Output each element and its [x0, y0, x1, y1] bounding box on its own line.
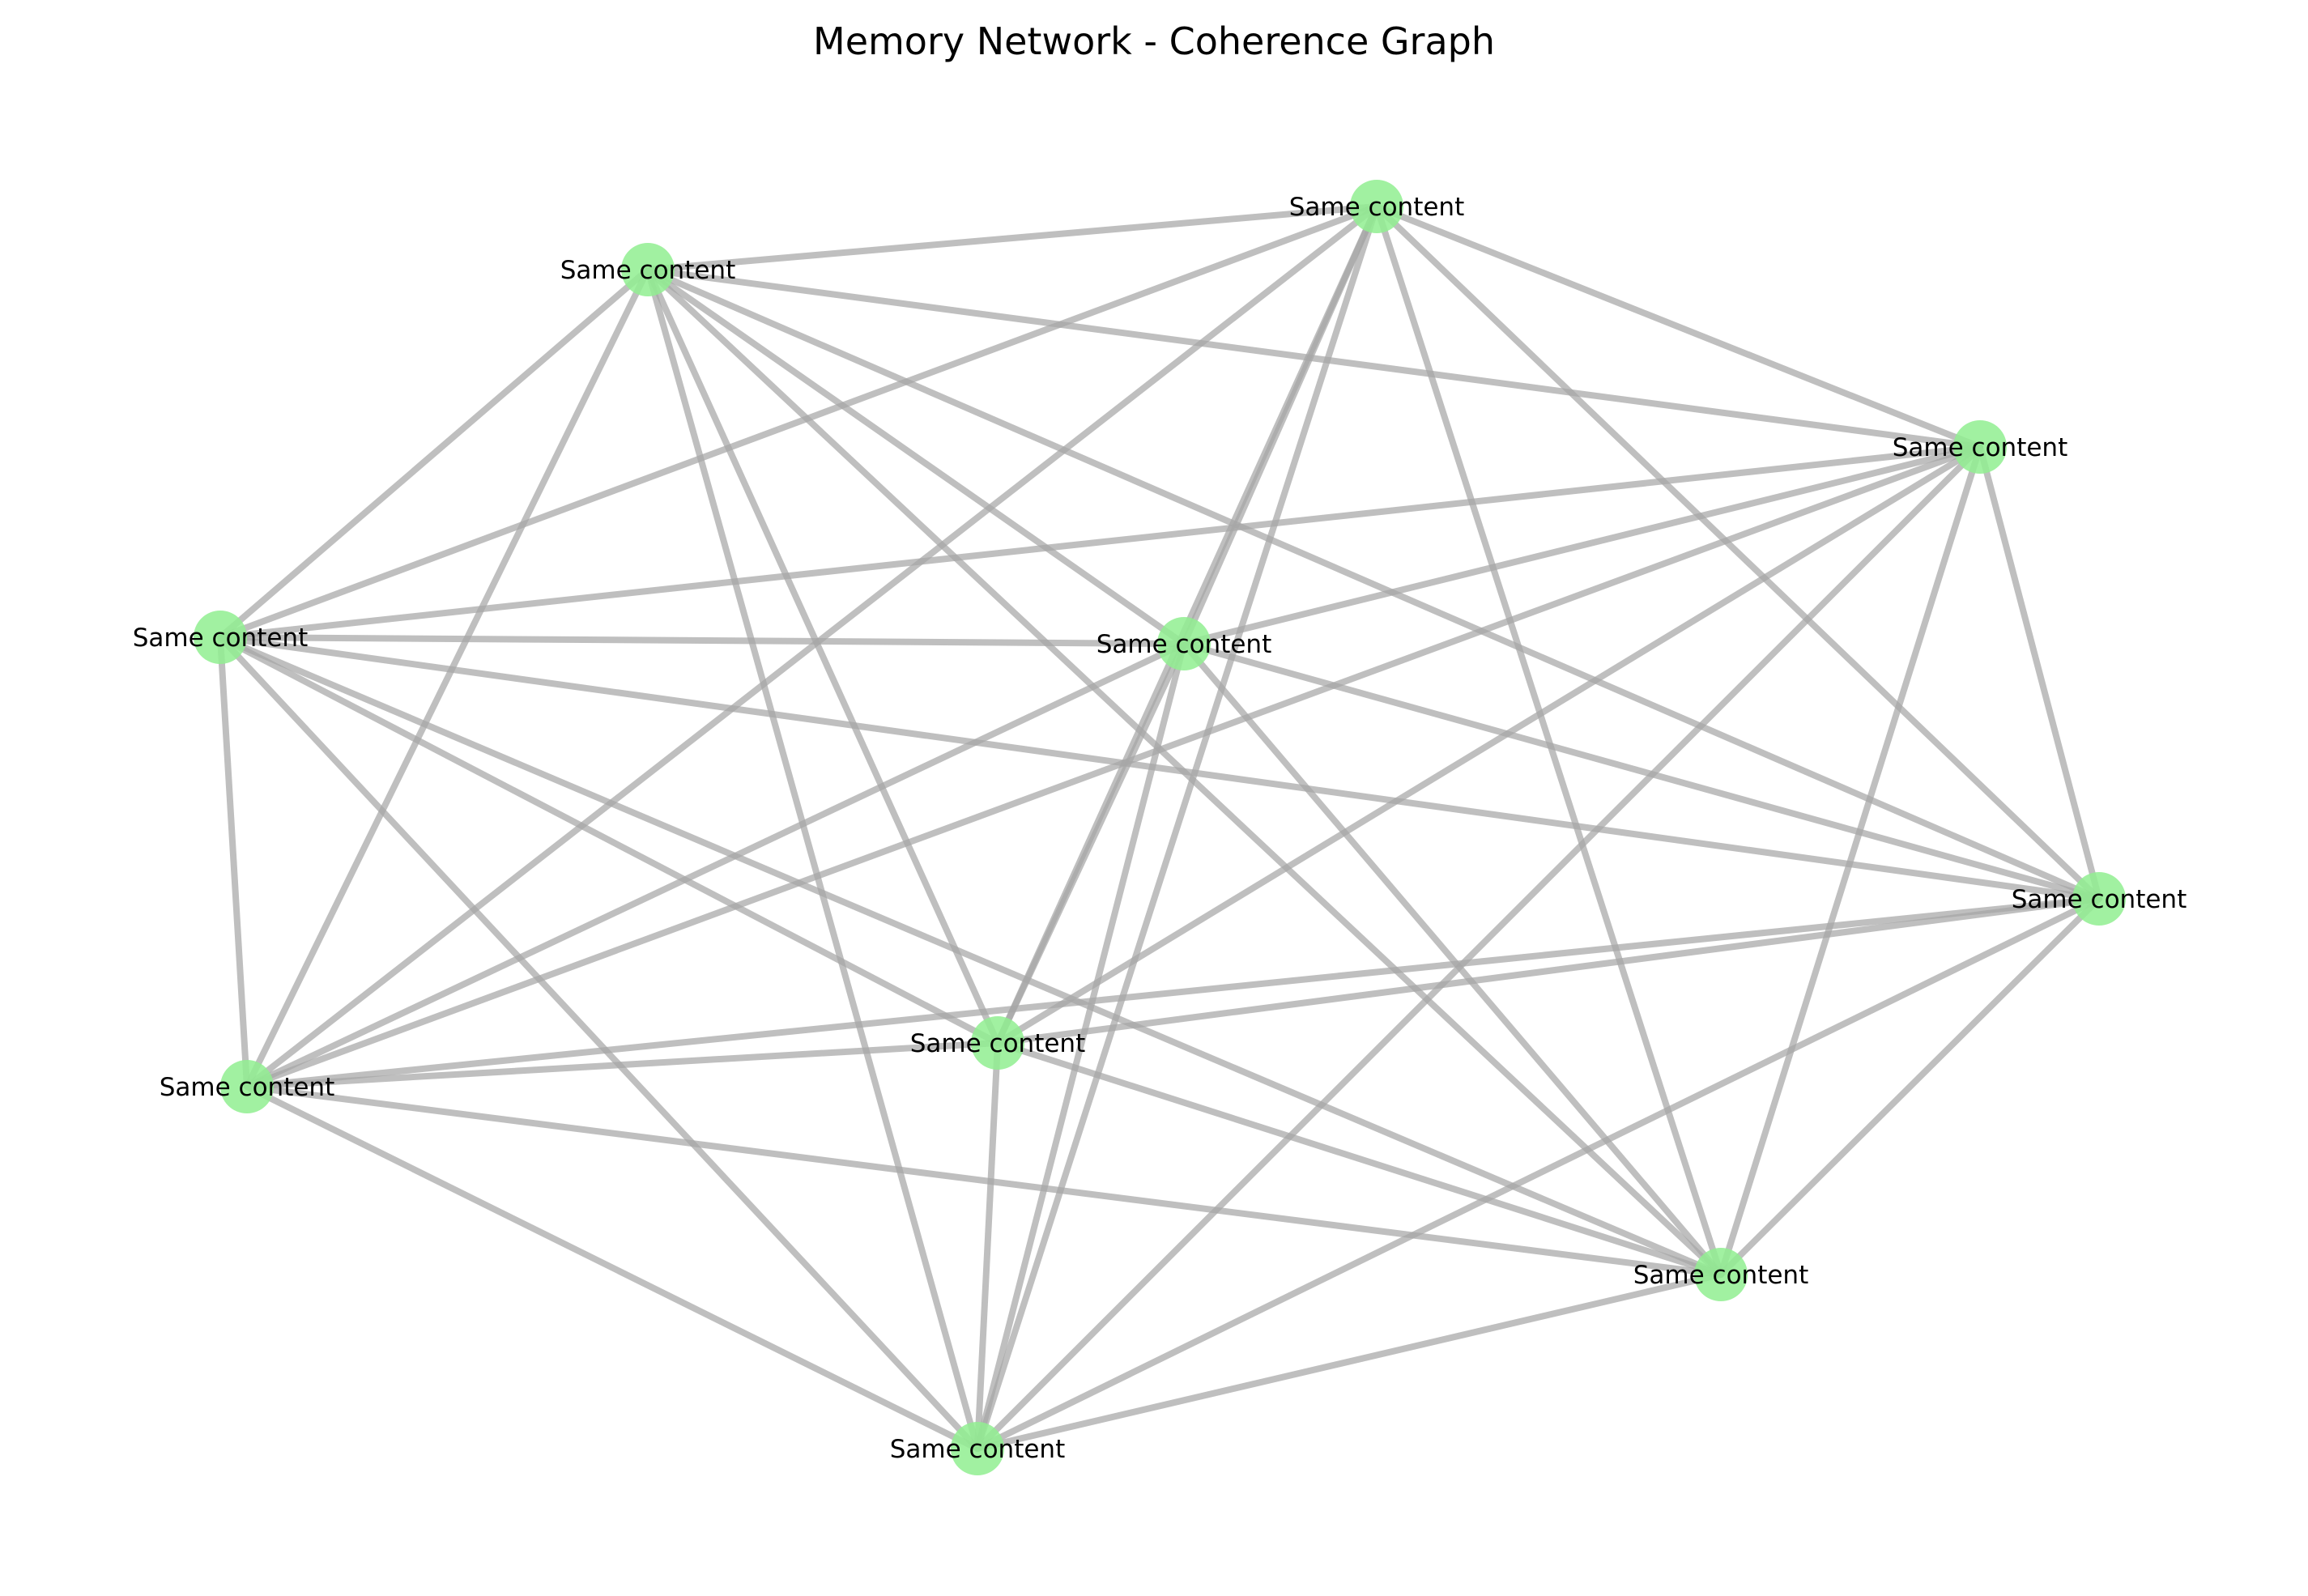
graph-node	[951, 1422, 1004, 1475]
graph-edge	[974, 444, 1983, 1452]
graph-edge	[645, 266, 981, 1452]
graph-edge	[217, 444, 1983, 641]
graph-edge	[974, 1271, 1724, 1452]
graph-edge	[645, 266, 1187, 647]
graph-edge	[994, 444, 1983, 1046]
graph-edge	[974, 1040, 1001, 1452]
graph-edge	[217, 634, 1001, 1046]
graph-node	[2072, 872, 2126, 926]
node-label: Same content	[1097, 630, 1272, 659]
graph-edge	[1718, 896, 2102, 1278]
node-label: Same content	[133, 624, 309, 653]
node-label: Same content	[160, 1073, 335, 1102]
graph-edge	[1977, 444, 2102, 902]
graph-edge	[244, 1040, 1001, 1090]
graph-edge	[645, 203, 1380, 273]
graph-edge	[1181, 641, 1724, 1278]
graph-edge	[244, 266, 651, 1090]
graph-edge	[217, 634, 981, 1452]
graph-edge	[994, 641, 1187, 1046]
graph-edge	[1718, 444, 1983, 1278]
node-label: Same content	[890, 1435, 1066, 1464]
node-label: Same content	[1289, 193, 1465, 222]
graph-node	[220, 1060, 274, 1113]
graph-edge	[994, 1040, 1724, 1278]
graph-edge	[244, 203, 1380, 1090]
node-label: Same content	[1633, 1261, 1809, 1290]
graph-edge	[217, 203, 1380, 641]
graph-edge	[217, 634, 250, 1090]
graph-edge	[1373, 203, 1983, 450]
graph-edge	[645, 266, 1983, 450]
graph-edge	[244, 1083, 981, 1452]
graph-edge	[217, 634, 1187, 647]
graph-node	[1953, 420, 2007, 474]
graph-node	[194, 611, 247, 664]
graph-edge	[1373, 203, 1724, 1278]
graph-node	[1350, 180, 1403, 233]
graph-edge	[974, 203, 1380, 1452]
graph-edge	[1373, 203, 2102, 902]
graph-node	[621, 243, 675, 296]
node-label: Same content	[1893, 433, 2068, 462]
graph-edge	[645, 266, 2102, 902]
graph-node	[1694, 1248, 1748, 1301]
graph-title: Memory Network - Coherence Graph	[813, 19, 1495, 63]
node-label: Same content	[910, 1029, 1086, 1058]
graph-edge	[217, 266, 651, 641]
graph-edge	[244, 641, 1187, 1090]
graph-edge	[1181, 444, 1983, 647]
node-label: Same content	[2012, 885, 2187, 914]
graph-edge	[244, 896, 2102, 1090]
graph-edge	[1181, 641, 2102, 902]
graph-node	[1157, 617, 1211, 670]
graph-edge	[217, 634, 2102, 902]
graph-node	[971, 1016, 1024, 1070]
graph-edge	[217, 634, 1724, 1278]
edges-layer	[217, 203, 2102, 1452]
graph-edge	[974, 641, 1187, 1452]
graph-edge	[994, 896, 2102, 1046]
graph-edge	[974, 896, 2102, 1452]
graph-edge	[645, 266, 1001, 1046]
nodes-layer	[194, 180, 2126, 1475]
node-label: Same content	[560, 256, 736, 285]
graph-edge	[244, 1083, 1724, 1278]
